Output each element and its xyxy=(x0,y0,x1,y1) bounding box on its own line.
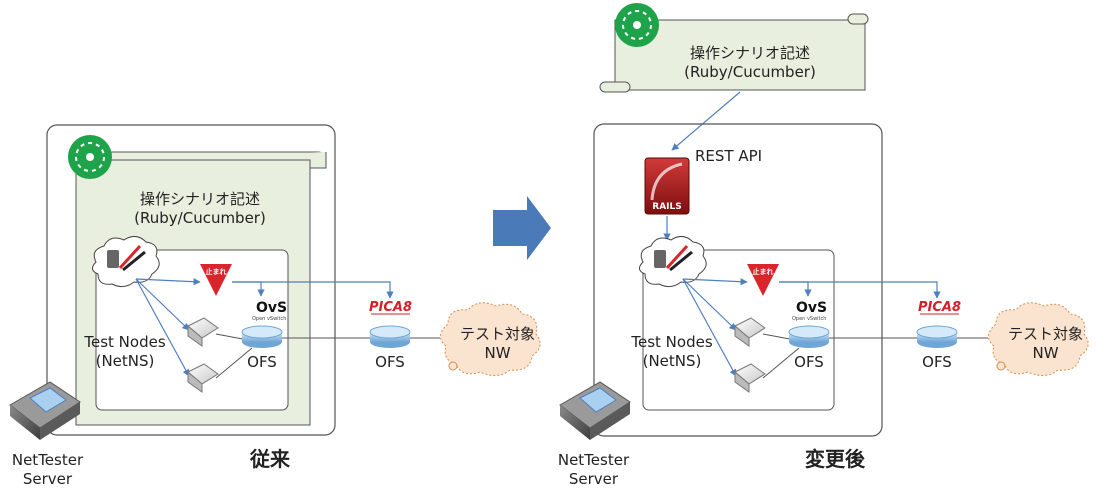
left-server-sublabel: Server xyxy=(22,470,73,488)
right-diagram: RAILS 止まれ OvS Open vSwitch PICA8 xyxy=(559,3,1089,440)
left-ofs-inner-icon xyxy=(241,325,283,348)
left-ofs-outer-label: OFS xyxy=(375,353,405,371)
svg-text:OvS: OvS xyxy=(256,300,287,316)
left-scenario-subtitle: (Ruby/Cucumber) xyxy=(134,209,266,227)
right-test-nodes-label: Test Nodes xyxy=(631,333,713,351)
right-server-frame xyxy=(593,123,883,437)
right-pica8-logo: PICA8 xyxy=(918,300,961,315)
left-test-nodes-label: Test Nodes xyxy=(84,333,166,351)
left-scenario-title: 操作シナリオ記述 xyxy=(139,190,260,208)
left-pica8-logo: PICA8 xyxy=(369,300,412,315)
right-target-nw-label: NW xyxy=(1032,344,1059,362)
left-ofs-inner-label: OFS xyxy=(247,353,277,371)
right-ofs-inner-icon xyxy=(788,325,830,348)
right-cucumber-icon xyxy=(615,3,659,47)
left-test-node-1 xyxy=(187,317,219,347)
right-ofs-outer-icon xyxy=(916,325,958,348)
left-ofs-outer-icon xyxy=(369,325,411,348)
left-server-icon xyxy=(9,381,81,440)
left-diagram: 止まれ OvS Open vSwitch PICA8 xyxy=(9,124,541,440)
right-stop-icon: 止まれ xyxy=(747,264,779,296)
svg-text:Open vSwitch: Open vSwitch xyxy=(792,316,826,322)
right-test-node-2 xyxy=(734,363,766,393)
left-test-node-2 xyxy=(187,363,219,393)
svg-text:PICA8: PICA8 xyxy=(918,300,961,315)
left-target-nw-label: NW xyxy=(484,344,511,362)
rest-api-label: REST API xyxy=(695,147,763,165)
left-netns-label: (NetNS) xyxy=(95,352,155,370)
left-ovs-logo: OvS Open vSwitch xyxy=(252,300,287,322)
right-server-sublabel: Server xyxy=(568,470,619,488)
right-test-node-1 xyxy=(734,317,766,347)
svg-text:OvS: OvS xyxy=(796,300,827,316)
left-cucumber-icon xyxy=(68,135,112,179)
right-ofs-outer-label: OFS xyxy=(922,353,952,371)
svg-text:Open vSwitch: Open vSwitch xyxy=(252,316,286,322)
right-target-label: テスト対象 xyxy=(1007,325,1083,343)
right-tester-icon xyxy=(639,236,707,288)
svg-text:止まれ: 止まれ xyxy=(206,267,227,276)
svg-text:RAILS: RAILS xyxy=(652,202,681,212)
left-stop-icon: 止まれ xyxy=(200,264,232,296)
svg-text:止まれ: 止まれ xyxy=(753,267,774,276)
right-caption: 変更後 xyxy=(805,447,865,471)
left-server-label: NetTester xyxy=(11,451,84,469)
right-scenario-subtitle: (Ruby/Cucumber) xyxy=(684,63,816,81)
right-target-cloud xyxy=(988,302,1089,376)
rails-logo: RAILS xyxy=(644,157,690,215)
svg-text:PICA8: PICA8 xyxy=(369,300,412,315)
right-ovs-logo: OvS Open vSwitch xyxy=(792,300,827,322)
left-caption: 従来 xyxy=(250,447,290,471)
right-netns-label: (NetNS) xyxy=(642,352,702,370)
left-target-cloud xyxy=(440,302,541,376)
transition-arrow xyxy=(493,196,551,260)
right-ofs-inner-label: OFS xyxy=(794,353,824,371)
right-scenario-title: 操作シナリオ記述 xyxy=(689,44,810,62)
right-server-label: NetTester xyxy=(557,451,630,469)
left-tester-icon xyxy=(92,236,160,288)
left-target-label: テスト対象 xyxy=(459,325,535,343)
right-server-icon xyxy=(559,381,631,440)
